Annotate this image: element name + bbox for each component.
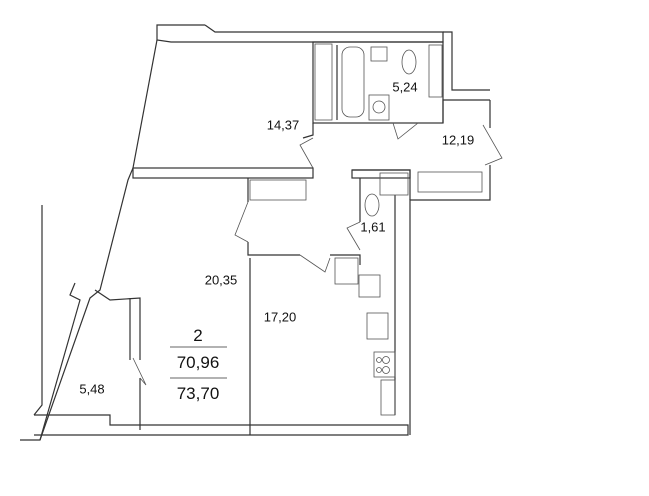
dishwasher-icon [366, 312, 389, 340]
room-area-bedroom: 14,37 [266, 117, 300, 133]
living-area: 70,96 [176, 353, 220, 372]
washing-machine-icon [368, 94, 390, 121]
outer-walls [20, 24, 491, 441]
room-area-bathroom: 5,24 [392, 79, 418, 95]
bathtub-icon [341, 46, 365, 118]
room-area-loggia: 12,19 [441, 132, 475, 148]
oven-icon [380, 379, 396, 416]
fixtures [334, 44, 443, 416]
rooms-count: 2 [193, 326, 203, 345]
area-dividers [170, 346, 227, 379]
vent-icon [334, 257, 359, 285]
doors [132, 122, 503, 386]
radiators [249, 43, 483, 201]
counter-icon [379, 172, 409, 196]
toilet-icon [401, 49, 417, 75]
total-area: 73,70 [176, 384, 220, 403]
interior-walls [39, 41, 490, 441]
room-area-toilet: 1,61 [360, 219, 386, 235]
sink-icon [370, 46, 388, 62]
room-area-balcony: 5,48 [79, 381, 105, 397]
toilet-icon-2 [364, 193, 380, 217]
cabinet-icon [428, 44, 443, 98]
room-area-living: 20,35 [204, 272, 238, 288]
stove-icon [373, 351, 396, 378]
kitchen-sink-icon [358, 274, 381, 298]
room-area-kitchen: 17,20 [263, 309, 297, 325]
